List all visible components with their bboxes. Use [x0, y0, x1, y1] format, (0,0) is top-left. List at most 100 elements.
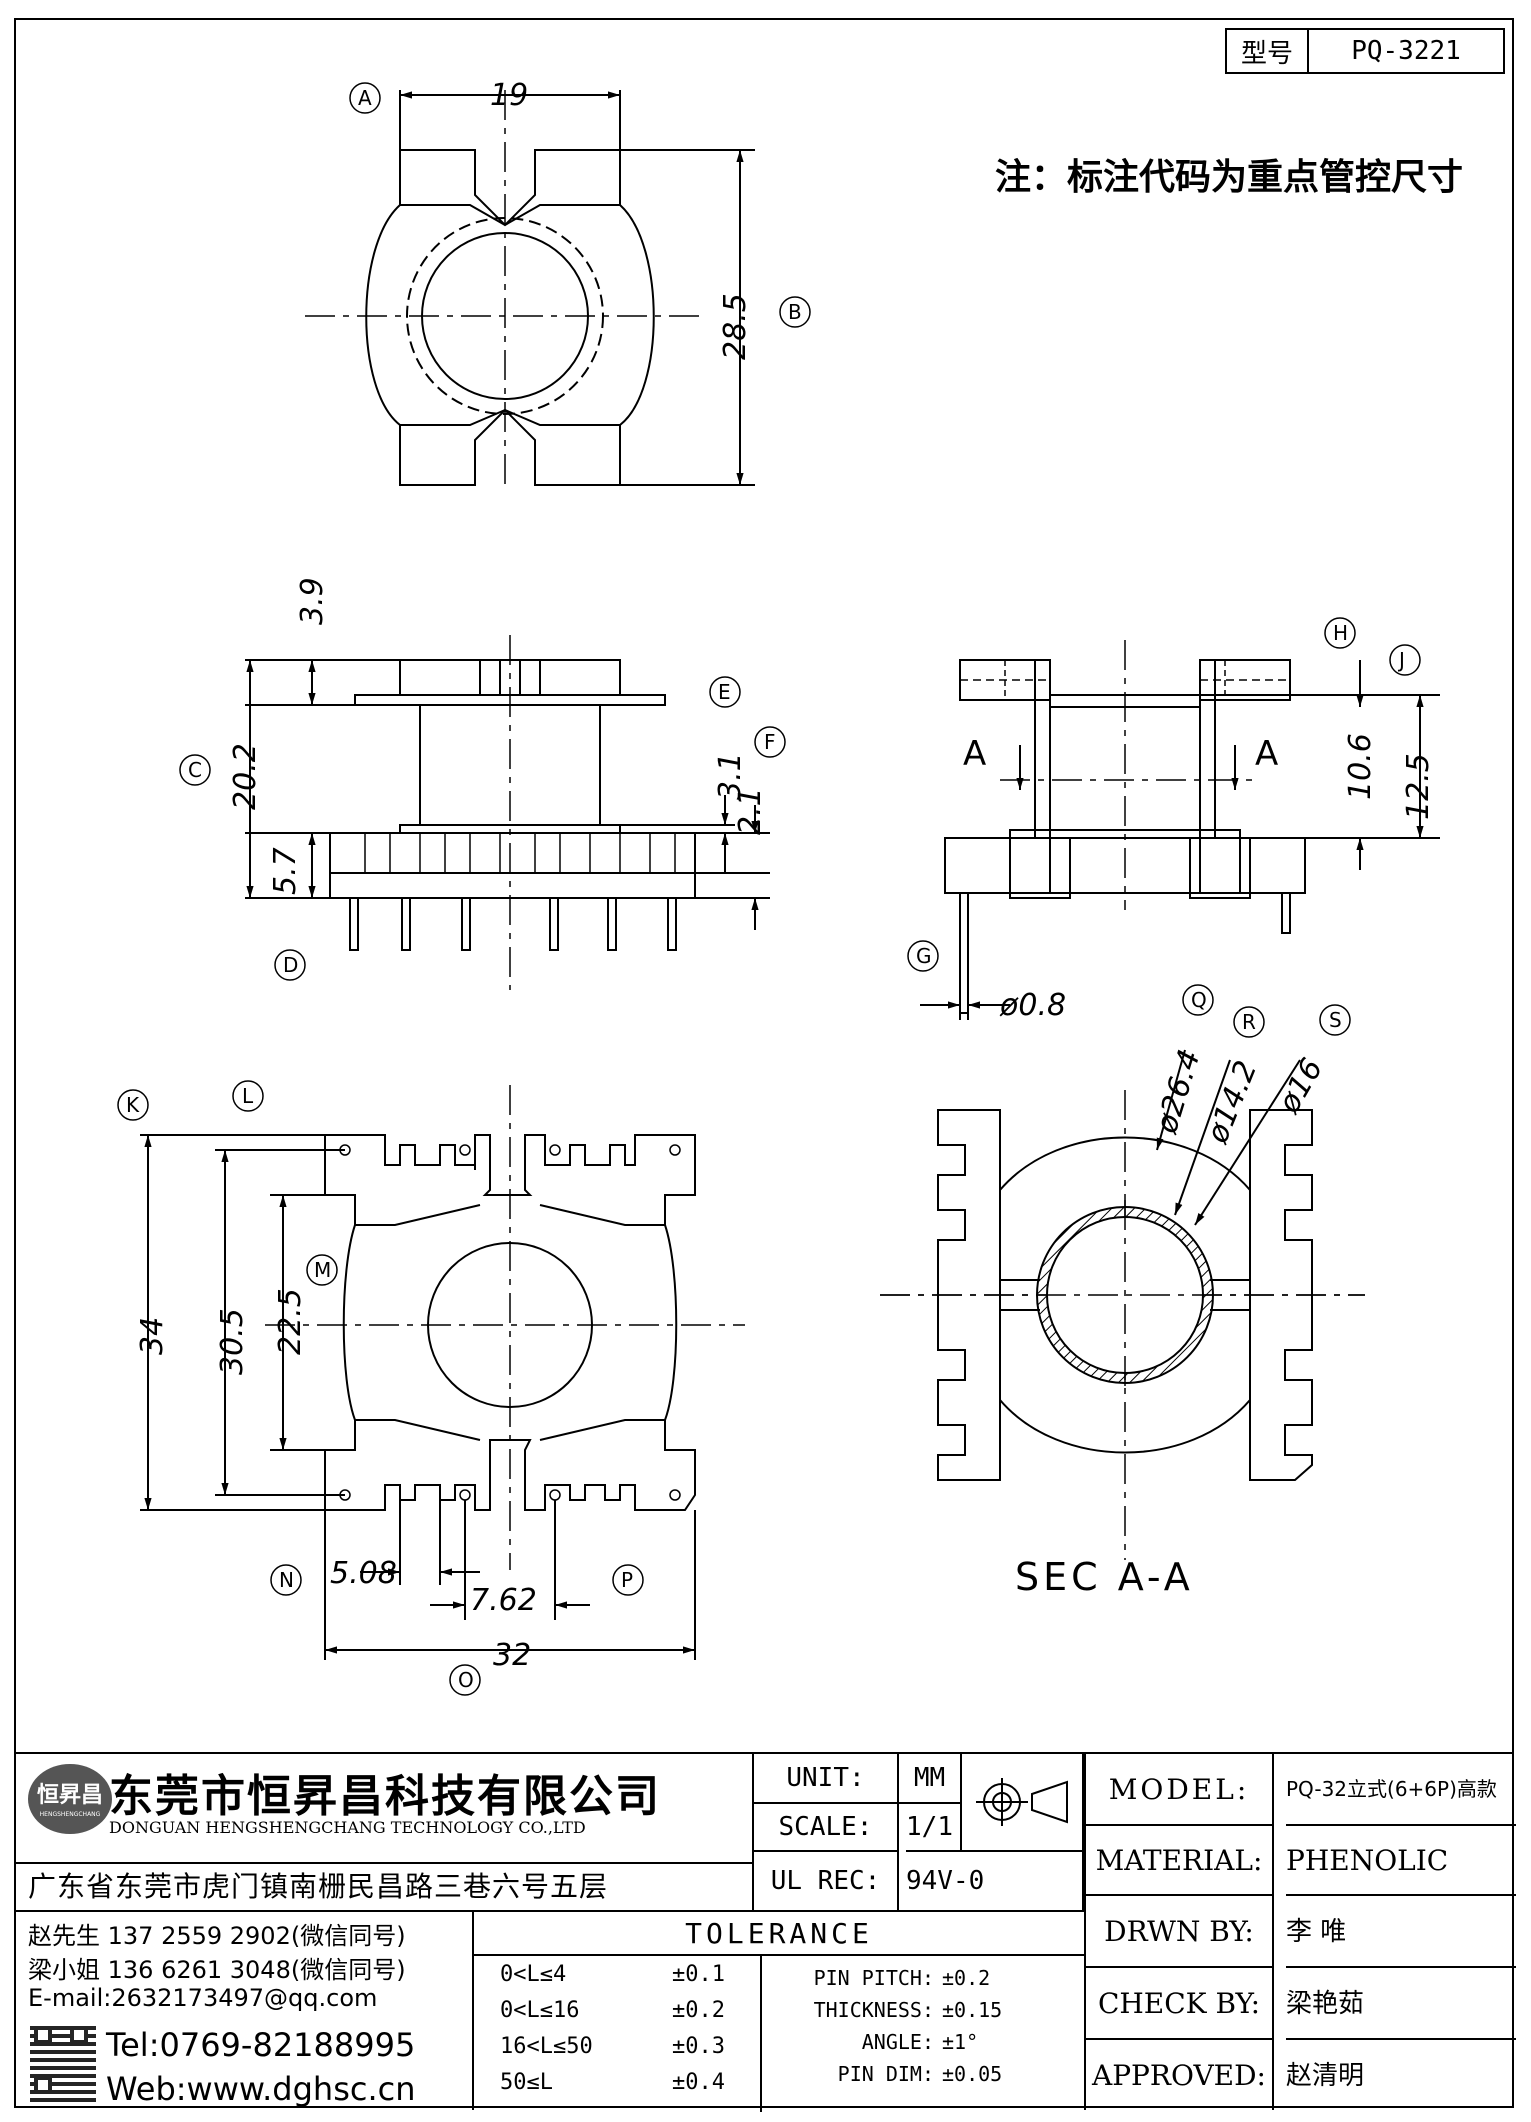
material-value: PHENOLIC — [1286, 1824, 1516, 1894]
dim-7-62: 7.62 — [470, 1583, 537, 1618]
callout-b: B — [788, 300, 802, 324]
section-view — [880, 1049, 1365, 1560]
ulrec-label: UL REC: — [754, 1850, 899, 1910]
dim-5-08: 5.08 — [330, 1556, 397, 1591]
contact-tel: Tel:0769-82188995 — [106, 2026, 416, 2064]
callout-e: E — [718, 680, 731, 704]
drawn-label: DRWN BY: — [1086, 1894, 1274, 1966]
callout-m: M — [314, 1258, 331, 1282]
material-label: MATERIAL: — [1086, 1824, 1274, 1894]
signoff-area: MODEL: PQ-32立式(6+6P)高款 MATERIAL: PHENOLI… — [1084, 1754, 1516, 2110]
dim-32: 32 — [493, 1638, 531, 1673]
dim-2-1: 2.1 — [733, 787, 768, 835]
unit-label: UNIT: — [754, 1754, 899, 1802]
contact-area: 赵先生 137 2559 2902(微信同号) 梁小姐 136 6261 304… — [14, 1910, 474, 2110]
section-arrow-right: A — [1255, 734, 1278, 774]
logo-subtext: HENGSHENGCHANG — [39, 1810, 101, 1818]
dim-10-6: 10.6 — [1343, 733, 1378, 800]
thickness-value: ±0.15 — [942, 1998, 1003, 2022]
callouts — [117, 82, 1421, 1696]
tol-range-2: 16<L≤50 — [500, 2034, 593, 2059]
tolerance-table: 0<L≤4 ±0.1 0<L≤16 ±0.2 16<L≤50 ±0.3 50≤L… — [474, 1956, 762, 2112]
dim-3-9: 3.9 — [295, 577, 330, 625]
dim-30-5: 30.5 — [215, 1308, 250, 1375]
company-logo: 恒昇昌 HENGSHENGCHANG — [28, 1764, 112, 1834]
approved-label: APPROVED: — [1086, 2038, 1274, 2110]
right-side-view — [920, 640, 1440, 1020]
dim-22-5: 22.5 — [273, 1288, 308, 1355]
side-view — [245, 635, 770, 990]
company-name-en: DONGUAN HENGSHENGCHANG TECHNOLOGY CO.,LT… — [109, 1818, 586, 1837]
tol-value-0: ±0.1 — [672, 1962, 725, 1987]
qr-code-icon — [30, 2022, 96, 2102]
dim-5-7: 5.7 — [268, 847, 303, 895]
contact-line-2: 梁小姐 136 6261 3048(微信同号) — [28, 1956, 406, 1984]
callout-j: J — [1397, 648, 1405, 672]
callout-g: G — [916, 944, 932, 968]
tolerance-extra: PIN PITCH: ±0.2 THICKNESS: ±0.15 ANGLE: … — [762, 1956, 1084, 2112]
contact-email: E-mail:2632173497@qq.com — [28, 1984, 378, 2012]
check-label: CHECK BY: — [1086, 1966, 1274, 2038]
part-number: PQ-3221 — [1351, 36, 1461, 66]
company-address: 广东省东莞市虎门镇南栅民昌路三巷六号五层 — [14, 1862, 754, 1910]
model-value: PQ-32立式(6+6P)高款 — [1286, 1777, 1497, 1801]
approved-value: 赵清明 — [1286, 2038, 1516, 2110]
dim-top-width: 19 — [490, 78, 528, 113]
title-block: 恒昇昌 HENGSHENGCHANG 东莞市恒昇昌科技有限公司 DONGUAN … — [14, 1752, 1516, 2112]
tolerance-title: TOLERANCE — [474, 1912, 1084, 1956]
tol-value-1: ±0.2 — [672, 1998, 725, 2023]
bottom-view — [140, 1085, 745, 1660]
callout-k: K — [126, 1093, 140, 1117]
dim-20-2: 20.2 — [228, 743, 263, 810]
callout-f: F — [764, 730, 776, 754]
part-number-box: 型号 PQ-3221 — [1225, 28, 1505, 74]
ulrec-value: 94V-0 — [906, 1850, 1084, 1910]
tol-value-2: ±0.3 — [672, 2034, 725, 2059]
top-view — [305, 90, 755, 486]
tol-range-3: 50≤L — [500, 2070, 553, 2095]
dim-pin-dia: ø0.8 — [999, 988, 1066, 1023]
pin-pitch-value: ±0.2 — [942, 1966, 991, 1990]
callout-l: L — [242, 1084, 254, 1108]
callout-r: R — [1242, 1010, 1256, 1034]
thickness-label: THICKNESS: — [813, 1998, 934, 2022]
tol-range-0: 0<L≤4 — [500, 1962, 567, 1987]
angle-label: ANGLE: — [861, 2030, 934, 2054]
dim-12-5: 12.5 — [1401, 753, 1436, 820]
callout-p: P — [621, 1568, 633, 1592]
contact-web: Web:www.dghsc.cn — [106, 2070, 416, 2108]
dim-34: 34 — [135, 1317, 170, 1355]
pin-pitch-label: PIN PITCH: — [813, 1966, 934, 1990]
drawing-frame — [14, 18, 1514, 2108]
projection-symbol-icon — [962, 1754, 1084, 1850]
tolerance-area: TOLERANCE 0<L≤4 ±0.1 0<L≤16 ±0.2 16<L≤50… — [474, 1910, 1084, 2112]
scale-value: 1/1 — [899, 1802, 962, 1850]
logo-text: 恒昇昌 — [36, 1783, 103, 1808]
technical-drawing: 19 28.5 3.9 20.2 5.7 3.1 2.1 10.6 12.5 ø… — [117, 78, 1440, 1696]
angle-value: ±1° — [942, 2030, 979, 2054]
drawn-value: 李 唯 — [1286, 1894, 1516, 1966]
callout-letters: A B C D E F G H J K L M N O P Q R S — [126, 86, 1405, 1692]
check-value: 梁艳茹 — [1286, 1966, 1516, 2038]
contact-line-1: 赵先生 137 2559 2902(微信同号) — [28, 1922, 406, 1950]
callout-d: D — [283, 953, 298, 977]
company-area: 恒昇昌 HENGSHENGCHANG 东莞市恒昇昌科技有限公司 DONGUAN … — [14, 1754, 754, 1862]
tol-range-1: 0<L≤16 — [500, 1998, 580, 2023]
pin-dim-label: PIN DIM: — [837, 2062, 934, 2086]
dim-dia-14-2: ø14.2 — [1200, 1056, 1265, 1149]
dim-3-1: 3.1 — [713, 752, 748, 800]
unit-value: MM — [899, 1754, 962, 1802]
tol-value-3: ±0.4 — [672, 2070, 725, 2095]
callout-c: C — [188, 758, 202, 782]
scale-label: SCALE: — [754, 1802, 899, 1850]
dim-dia-26-4: ø26.4 — [1149, 1046, 1208, 1139]
model-label: MODEL: — [1086, 1754, 1274, 1824]
section-title: SEC A-A — [1015, 1555, 1194, 1599]
callout-s: S — [1329, 1008, 1342, 1032]
type-label: 型号 — [1227, 30, 1309, 72]
dim-top-height: 28.5 — [718, 293, 753, 360]
callout-a: A — [358, 86, 372, 110]
pin-dim-value: ±0.05 — [942, 2062, 1003, 2086]
callout-h: H — [1333, 621, 1348, 645]
company-name-cn: 东莞市恒昇昌科技有限公司 — [109, 1771, 661, 1822]
